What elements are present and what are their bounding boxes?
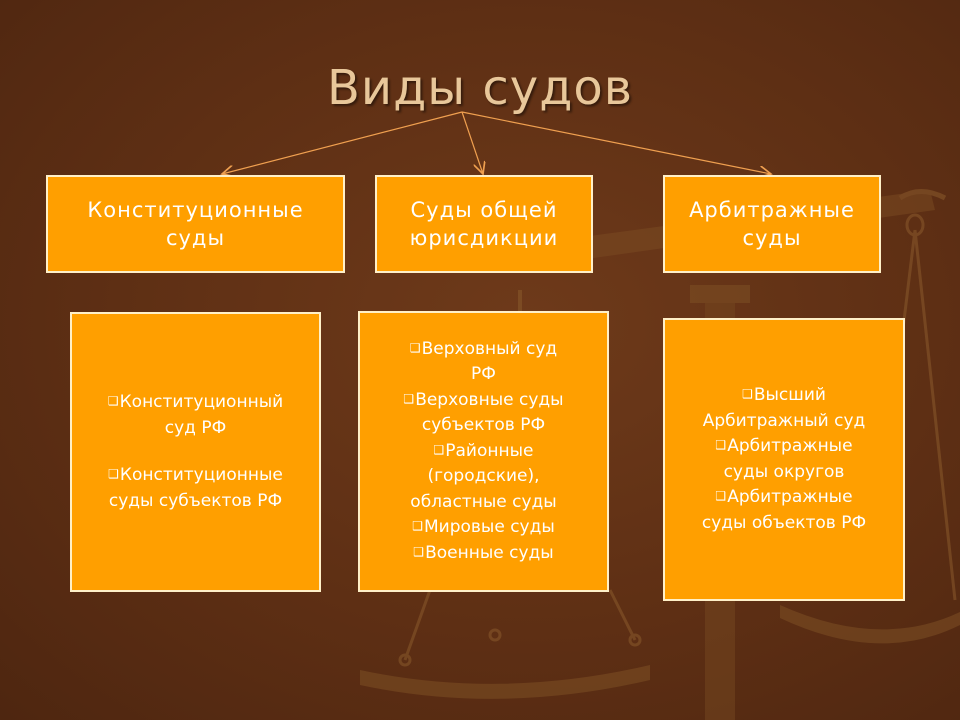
category-label-constitutional: Конституционные суды	[87, 197, 304, 250]
page-title: Виды судов	[326, 60, 634, 116]
checkbox-bullet-icon: ❑	[409, 340, 421, 355]
category-box-general-jurisdiction: Суды общей юрисдикции	[375, 175, 593, 273]
list-item: ❑Конституционный суд РФ	[107, 392, 284, 438]
list-item: ❑Районные (городские), областные суды	[410, 440, 557, 512]
checkbox-bullet-icon: ❑	[403, 391, 415, 406]
checkbox-bullet-icon: ❑	[413, 544, 425, 559]
category-label-arbitration: Арбитражные суды	[689, 197, 855, 250]
category-label-general-jurisdiction: Суды общей юрисдикции	[409, 197, 559, 250]
detail-box-arbitration: ❑Высший Арбитражный суд ❑Арбитражные суд…	[663, 318, 905, 601]
category-box-constitutional: Конституционные суды	[46, 175, 345, 273]
checkbox-bullet-icon: ❑	[742, 387, 753, 401]
checkbox-bullet-icon: ❑	[433, 442, 445, 457]
list-item: ❑Верховные суды субъектов РФ	[403, 389, 564, 436]
list-item: ❑Военные суды	[413, 542, 554, 563]
list-item: ❑Арбитражные суды объектов РФ	[701, 487, 867, 533]
list-item: ❑Арбитражные суды округов	[715, 436, 853, 482]
list-item: ❑Высший Арбитражный суд	[702, 385, 866, 431]
category-box-arbitration: Арбитражные суды	[663, 175, 881, 273]
detail-box-general-jurisdiction: ❑Верховный суд РФ ❑Верховные суды субъек…	[358, 311, 609, 592]
detail-box-constitutional: ❑Конституционный суд РФ ❑Конституционные…	[70, 312, 321, 592]
checkbox-bullet-icon: ❑	[412, 519, 423, 534]
checkbox-bullet-icon: ❑	[715, 489, 727, 503]
list-item: ❑Верховный суд РФ	[409, 338, 558, 385]
list-item: ❑Мировые суды	[412, 517, 555, 538]
list-item: ❑Конституционные суды субъектов РФ	[108, 465, 283, 511]
checkbox-bullet-icon: ❑	[108, 467, 119, 481]
checkbox-bullet-icon: ❑	[715, 438, 727, 452]
checkbox-bullet-icon: ❑	[107, 394, 119, 408]
